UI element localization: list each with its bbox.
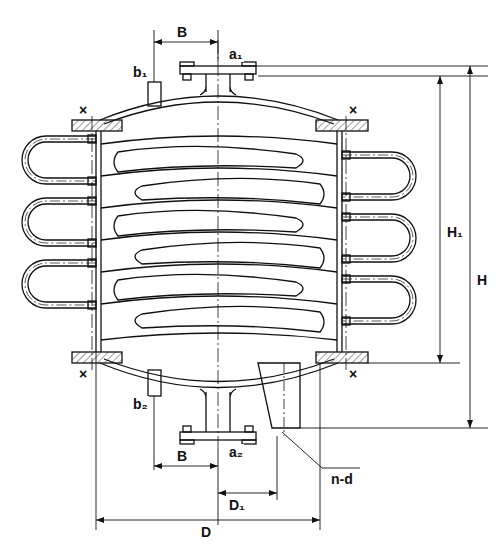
- dimension-label: B: [176, 448, 188, 464]
- section-mark: ×: [348, 366, 358, 382]
- section-mark: ×: [78, 102, 88, 118]
- dimension-label: B: [176, 24, 188, 40]
- section-mark: ×: [78, 366, 88, 382]
- dimension-label: b₁: [132, 64, 148, 80]
- dimension-label: a₁: [228, 46, 244, 62]
- bolt-callout: n-d: [330, 471, 354, 487]
- section-mark: ×: [348, 102, 358, 118]
- dimension-label: H: [476, 272, 488, 288]
- dimension-label: D₁: [228, 497, 246, 513]
- dimension-label: D: [200, 524, 212, 540]
- dimension-label: a₂: [228, 444, 244, 460]
- dimension-label: H₁: [446, 224, 464, 240]
- dimension-label: b₂: [132, 396, 149, 412]
